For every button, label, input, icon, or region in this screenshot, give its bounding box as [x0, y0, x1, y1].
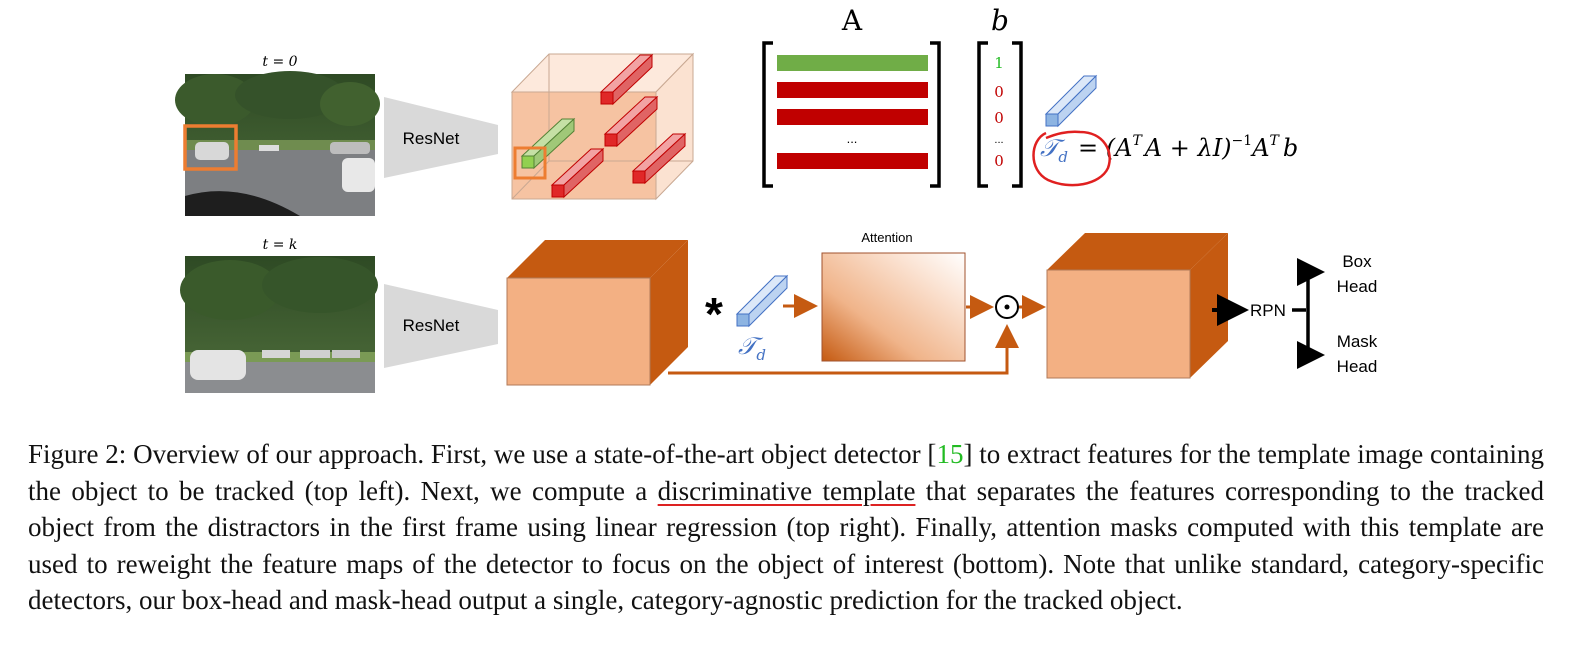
- feature-bar-red-3: [550, 147, 605, 199]
- feature-target-highlight: [513, 146, 547, 180]
- vector-value: 0: [994, 152, 1004, 170]
- equation-a: A: [1250, 134, 1269, 162]
- matrix-row-positive: [777, 55, 928, 71]
- vector-value: ...: [994, 134, 1003, 146]
- template-label: 𝒯d: [738, 332, 766, 364]
- matrix-row-negative: [777, 153, 928, 169]
- output-feature-cube: [1046, 233, 1228, 379]
- rpn-label: RPN: [1250, 301, 1286, 320]
- resnet-bottom-label: ResNet: [403, 316, 460, 335]
- figure-caption: Figure 2: Overview of our approach. Firs…: [28, 436, 1544, 619]
- template-image: [175, 71, 380, 216]
- template-bar-top: [1044, 74, 1098, 128]
- time-label-top: t = 0: [262, 54, 297, 70]
- box-head-label-line2: Head: [1337, 277, 1378, 296]
- elementwise-product-dot: [1004, 304, 1010, 310]
- vector-value: 0: [994, 109, 1004, 127]
- heads-bracket: [1292, 258, 1325, 369]
- matrix-row-negative: [777, 109, 928, 125]
- attention-label: Attention: [861, 230, 912, 245]
- equation-inverse: −1: [1232, 133, 1253, 149]
- vector-brackets: [977, 41, 1023, 188]
- feature-cube: [506, 240, 688, 386]
- figure: t = 0 ResNet: [175, 4, 1378, 393]
- equation-t2: T: [1270, 133, 1281, 149]
- box-head-label-line1: Box: [1342, 252, 1372, 271]
- equation-b: b: [1283, 134, 1298, 162]
- vector-value: 1: [994, 54, 1004, 72]
- resnet-top-shape: [384, 97, 498, 178]
- equation-subscript: d: [1058, 148, 1068, 166]
- vector-label: b: [991, 4, 1009, 37]
- search-image: [180, 256, 378, 393]
- template-subscript: d: [756, 346, 766, 364]
- feature-bar-red-4: [631, 132, 687, 185]
- skip-connection-arrow: [668, 324, 1019, 375]
- caption-part-2: ] to extract features for the template i…: [28, 439, 1545, 506]
- mask-head-label-line2: Head: [1337, 357, 1378, 376]
- equation-rhs: = (A: [1078, 134, 1132, 162]
- feature-bar-red-1: [599, 53, 654, 106]
- resnet-bottom-shape: [384, 284, 498, 368]
- caption-part-3: that separates the features correspondin…: [28, 475, 1545, 616]
- annotation-circle: [1032, 130, 1111, 187]
- template-bar-bottom: [735, 274, 789, 328]
- matrix-row-negative: [777, 82, 928, 98]
- resnet-top-label: ResNet: [403, 129, 460, 148]
- caption-part-1: Figure 2: Overview of our approach. Firs…: [28, 439, 937, 469]
- mask-head-label-line1: Mask: [1337, 332, 1378, 351]
- caption-highlighted-phrase: discriminative template: [657, 475, 916, 506]
- feature-bar-red-2: [603, 95, 659, 148]
- time-label-bottom: t = k: [263, 237, 298, 253]
- citation-link[interactable]: 15: [936, 439, 964, 469]
- equation-t1: T: [1132, 133, 1143, 149]
- attention-map: [821, 252, 966, 362]
- matrix-ellipsis: ...: [847, 131, 858, 146]
- equation-mid: A + λI): [1143, 134, 1232, 162]
- target-box-highlight: [183, 124, 238, 171]
- convolution-operator: *: [705, 288, 723, 340]
- matrix-brackets: [762, 41, 941, 188]
- matrix-label: A: [841, 4, 863, 37]
- vector-value: 0: [994, 83, 1004, 101]
- svg-text:𝒯d: 𝒯d: [1040, 134, 1068, 166]
